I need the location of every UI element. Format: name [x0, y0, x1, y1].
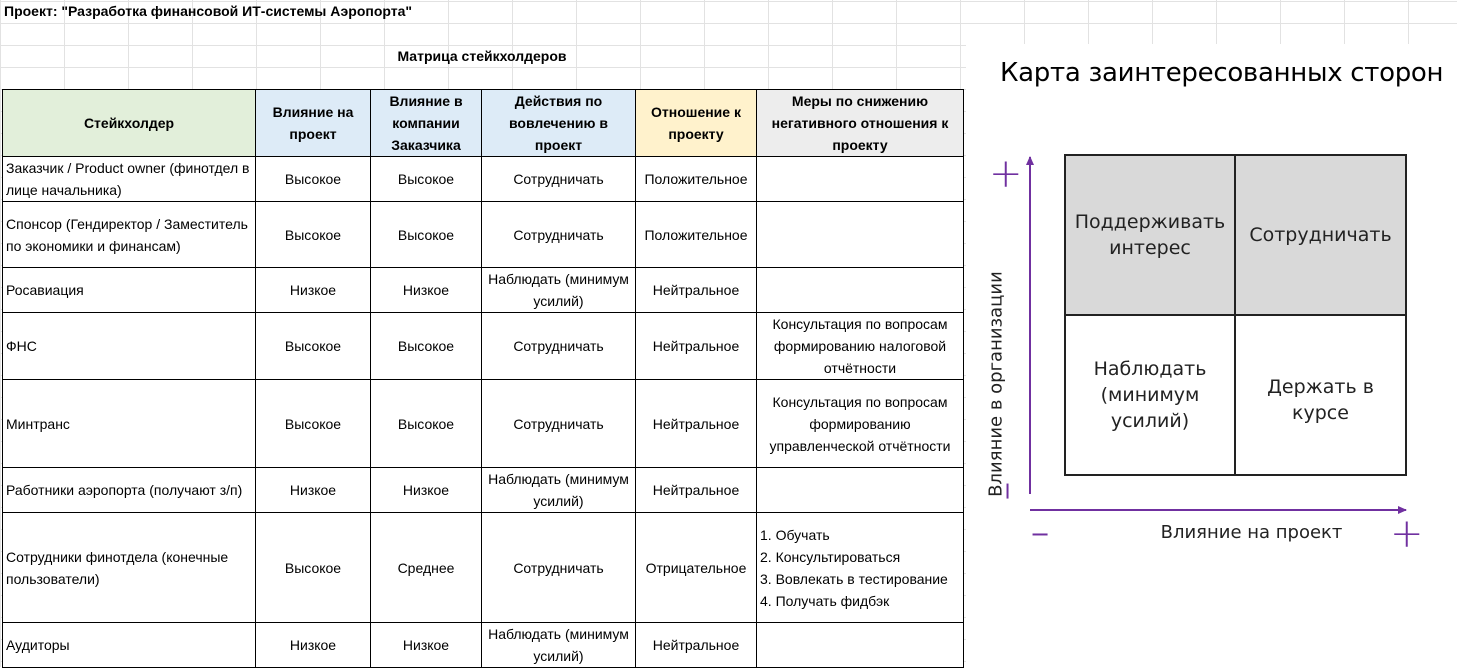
cell-attitude[interactable]: Нейтральное — [635, 379, 757, 468]
measure-item: 3. Вовлекать в тестирование — [760, 570, 948, 587]
quadrant-keep-interested: Поддерживать интерес — [1064, 154, 1236, 316]
col-header-actions[interactable]: Действия по вовлечению в проект — [481, 89, 636, 157]
quadrant-collaborate: Сотрудничать — [1234, 154, 1407, 316]
cell-stakeholder[interactable]: Аудиторы — [2, 622, 256, 668]
cell-attitude[interactable]: Положительное — [635, 201, 757, 268]
cell-influence-project[interactable]: Высокое — [255, 201, 371, 268]
measure-item: 1. Обучать — [760, 526, 830, 543]
cell-stakeholder[interactable]: Сотрудники финотдела (конечные пользоват… — [2, 512, 256, 623]
quadrant-keep-informed: Держать в курсе — [1234, 314, 1407, 476]
cell-stakeholder[interactable]: Росавиация — [2, 267, 256, 313]
matrix-title[interactable]: Матрица стейкхолдеров — [397, 48, 567, 64]
cell-measures[interactable] — [756, 156, 964, 202]
cell-action[interactable]: Наблюдать (минимум усилий) — [481, 267, 636, 313]
y-axis-plus: + — [989, 151, 1023, 197]
cell-measures[interactable] — [756, 467, 964, 513]
table-header-row: Стейкхолдер Влияние на проект Влияние в … — [2, 89, 964, 157]
cell-influence-project[interactable]: Низкое — [255, 267, 371, 313]
cell-attitude[interactable]: Нейтральное — [635, 267, 757, 313]
cell-influence-company[interactable]: Среднее — [370, 512, 482, 623]
cell-stakeholder[interactable]: Спонсор (Гендиректор / Заместитель по эк… — [2, 201, 256, 268]
table-row: Росавиация Низкое Низкое Наблюдать (мини… — [2, 267, 964, 313]
cell-stakeholder[interactable]: Заказчик / Product owner (финотдел в лиц… — [2, 156, 256, 202]
cell-action[interactable]: Сотрудничать — [481, 379, 636, 468]
cell-influence-company[interactable]: Высокое — [370, 312, 482, 380]
table-row: Спонсор (Гендиректор / Заместитель по эк… — [2, 201, 964, 268]
cell-influence-project[interactable]: Низкое — [255, 467, 371, 513]
col-header-stakeholder[interactable]: Стейкхолдер — [2, 89, 256, 157]
col-header-attitude[interactable]: Отношение к проекту — [635, 89, 757, 157]
cell-action[interactable]: Наблюдать (минимум усилий) — [481, 622, 636, 668]
y-axis-label: Влияние в организации — [985, 271, 1007, 497]
cell-measures[interactable]: 1. Обучать 2. Консультироваться 3. Вовле… — [756, 512, 964, 623]
table-row: Аудиторы Низкое Низкое Наблюдать (миниму… — [2, 622, 964, 668]
cell-stakeholder[interactable]: Работники аэропорта (получают з/п) — [2, 467, 256, 513]
cell-influence-project[interactable]: Низкое — [255, 622, 371, 668]
col-header-influence-project[interactable]: Влияние на проект — [255, 89, 371, 157]
cell-action[interactable]: Сотрудничать — [481, 156, 636, 202]
cell-action[interactable]: Сотрудничать — [481, 312, 636, 380]
cell-measures[interactable] — [756, 267, 964, 313]
measure-item: 2. Консультироваться — [760, 548, 901, 565]
cell-influence-project[interactable]: Высокое — [255, 512, 371, 623]
cell-measures[interactable] — [756, 201, 964, 268]
cell-measures[interactable] — [756, 622, 964, 668]
table-row: ФНС Высокое Высокое Сотрудничать Нейтрал… — [2, 312, 964, 380]
cell-influence-company[interactable]: Низкое — [370, 622, 482, 668]
cell-influence-project[interactable]: Высокое — [255, 379, 371, 468]
cell-measures[interactable]: Консультация по вопросам формированию на… — [756, 312, 964, 380]
table-row: Минтранс Высокое Высокое Сотрудничать Не… — [2, 379, 964, 468]
cell-influence-company[interactable]: Высокое — [370, 156, 482, 202]
cell-influence-company[interactable]: Низкое — [370, 467, 482, 513]
quadrant-monitor: Наблюдать (минимум усилий) — [1064, 314, 1236, 476]
cell-attitude[interactable]: Отрицательное — [635, 512, 757, 623]
col-header-measures[interactable]: Меры по снижению негативного отношения к… — [756, 89, 964, 157]
cell-action[interactable]: Сотрудничать — [481, 512, 636, 623]
cell-influence-company[interactable]: Высокое — [370, 201, 482, 268]
cell-influence-company[interactable]: Высокое — [370, 379, 482, 468]
cell-measures[interactable]: Консультация по вопросам формированию уп… — [756, 379, 964, 468]
map-axes — [1026, 156, 1407, 514]
cell-action[interactable]: Наблюдать (минимум усилий) — [481, 467, 636, 513]
stakeholder-table: Стейкхолдер Влияние на проект Влияние в … — [2, 89, 964, 668]
x-axis-minus: − — [1030, 520, 1051, 548]
table-row: Работники аэропорта (получают з/п) Низко… — [2, 467, 964, 513]
table-row: Заказчик / Product owner (финотдел в лиц… — [2, 156, 964, 202]
cell-attitude[interactable]: Нейтральное — [635, 467, 757, 513]
cell-stakeholder[interactable]: ФНС — [2, 312, 256, 380]
cell-attitude[interactable]: Положительное — [635, 156, 757, 202]
x-axis-label: Влияние на проект — [1160, 522, 1343, 543]
table-row: Сотрудники финотдела (конечные пользоват… — [2, 512, 964, 623]
col-header-influence-company[interactable]: Влияние в компании Заказчика — [370, 89, 482, 157]
project-title[interactable]: Проект: "Разработка финансовой ИТ-систем… — [4, 3, 413, 19]
measure-item: 4. Получать фидбэк — [760, 592, 890, 609]
cell-influence-project[interactable]: Высокое — [255, 312, 371, 380]
cell-action[interactable]: Сотрудничать — [481, 201, 636, 268]
stakeholder-map-image[interactable]: Карта заинтересованных сторон + − − + По… — [966, 44, 1457, 667]
cell-attitude[interactable]: Нейтральное — [635, 312, 757, 380]
cell-influence-project[interactable]: Высокое — [255, 156, 371, 202]
cell-attitude[interactable]: Нейтральное — [635, 622, 757, 668]
x-axis-plus: + — [1390, 511, 1424, 557]
cell-influence-company[interactable]: Низкое — [370, 267, 482, 313]
map-title: Карта заинтересованных сторон — [1000, 58, 1444, 88]
cell-stakeholder[interactable]: Минтранс — [2, 379, 256, 468]
